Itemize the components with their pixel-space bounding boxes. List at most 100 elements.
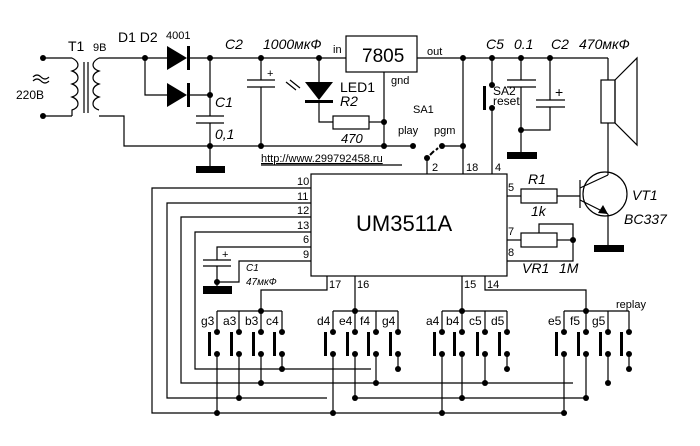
push-button-icon (476, 332, 479, 356)
potentiometer-vr1[interactable]: VR1 1M (507, 223, 579, 276)
ground-icon (507, 152, 537, 159)
sa1-play-label: play (398, 125, 419, 137)
c5-label: C5 (486, 36, 504, 52)
mains-input: 220В (16, 55, 72, 119)
sa2-reset-label: reset (493, 94, 520, 108)
transistor-vt1: VT1 BC337 (579, 171, 668, 252)
secondary-coil-icon (92, 57, 101, 111)
pin-17-label: 17 (329, 279, 341, 291)
reg-gnd-label: gnd (391, 75, 409, 87)
key-label-g3: g3 (201, 314, 215, 328)
output-capacitors: 0.1 C2 470мкФ + (507, 36, 630, 159)
led-label: LED1 (340, 79, 375, 95)
c1-value: 0,1 (215, 126, 234, 142)
pin-5-label: 5 (508, 182, 514, 194)
led-indicator: LED1 R2 470 (285, 55, 384, 146)
r1-label: R1 (528, 171, 546, 187)
mains-voltage-label: 220В (16, 88, 44, 102)
resistor-r1-icon (520, 188, 558, 204)
ic-body (310, 173, 508, 277)
led-icon (305, 82, 333, 100)
key-label-e5: e5 (548, 314, 562, 328)
pin-9-label: 9 (303, 249, 309, 261)
push-button-icon (599, 332, 602, 356)
pin-7-label: 7 (508, 226, 514, 238)
sa1-label: SA1 (413, 104, 434, 116)
reg-out-label: out (427, 46, 442, 58)
r2-label: R2 (340, 93, 358, 109)
diode-d1-icon (167, 46, 187, 70)
voltage-regulator-7805: 7805 in out gnd (320, 35, 608, 149)
transformer-label: T1 (68, 38, 85, 54)
secondary-voltage-label: 9В (93, 42, 106, 54)
plus-sign: + (222, 249, 228, 261)
diodes-label: D1 D2 (118, 29, 158, 45)
reg-in-label: in (333, 44, 342, 56)
pin-8-label: 8 (508, 247, 514, 259)
website-link[interactable]: http://www.299792458.ru (261, 153, 383, 165)
speaker (600, 56, 638, 175)
diodes-d1-d2: D1 D2 4001 (118, 29, 320, 107)
key-common-wires (260, 276, 587, 311)
switch-lever-icon (429, 147, 439, 156)
push-button-icon (346, 332, 349, 356)
key-label-f5: f5 (570, 314, 580, 328)
push-button-icon (252, 332, 255, 356)
resistor-r1: R1 1k (507, 171, 580, 219)
pin-15-label: 15 (464, 279, 476, 291)
push-button-icon (577, 332, 580, 356)
key-label-c5: c5 (469, 314, 482, 328)
pin-13-label: 13 (297, 220, 309, 232)
key-label-e4: e4 (339, 314, 353, 328)
c1-47-label: C1 (246, 263, 259, 274)
push-button-icon (453, 332, 456, 356)
pin-12-label: 12 (297, 205, 309, 217)
sa1-pgm-label: pgm (434, 125, 455, 137)
emitter-arrow-icon (598, 205, 608, 214)
key-label-c4: c4 (266, 314, 279, 328)
key-label-g4: g4 (382, 314, 396, 328)
switch-sa1[interactable]: SA1 play pgm 2 (398, 104, 463, 174)
potentiometer-icon (520, 232, 558, 248)
ground-icon (594, 245, 624, 252)
c2-label: C2 (225, 36, 243, 52)
ground-icon (203, 286, 232, 294)
light-rays-icon (285, 79, 301, 91)
pin-10-label: 10 (297, 176, 309, 188)
speaker-icon (614, 56, 638, 147)
key-label-g5: g5 (592, 314, 606, 328)
c2b-label: C2 (551, 36, 569, 52)
key-label-d4: d4 (317, 314, 331, 328)
primary-coil-icon (70, 57, 79, 116)
resistor-r2-icon (332, 115, 370, 130)
ic-name-label: UM3511A (356, 211, 453, 236)
key-label-a3: a3 (223, 314, 237, 328)
transformer-t1: T1 9В (68, 38, 206, 147)
vcc-rail: 18 (460, 55, 478, 174)
push-button-icon (498, 332, 501, 356)
replay-label: replay (616, 299, 646, 311)
key-label-b4: b4 (446, 314, 460, 328)
r2-value: 470 (341, 131, 363, 146)
push-button-icon (208, 332, 211, 356)
pin-18-label: 18 (466, 162, 478, 174)
pin-11-label: 11 (297, 191, 308, 203)
ground-icon (196, 166, 225, 173)
c2b-value: 470мкФ (579, 36, 630, 52)
c1-47-value: 47мкФ (246, 277, 277, 288)
r1-value: 1k (531, 203, 547, 219)
key-label-b3: b3 (245, 314, 259, 328)
diode-d2-icon (167, 83, 187, 107)
ac-tilde-icon (32, 74, 50, 84)
vt1-label: VT1 (632, 187, 658, 203)
push-button-icon (433, 332, 436, 356)
push-button-icon (620, 332, 623, 356)
c5-value: 0.1 (514, 36, 533, 52)
push-button-icon (555, 332, 558, 356)
key-label-f4: f4 (360, 314, 370, 328)
plus-sign: + (555, 84, 563, 100)
plus-sign: + (267, 68, 273, 80)
regulator-box (345, 35, 418, 73)
vt1-type-label: BC337 (624, 211, 668, 227)
